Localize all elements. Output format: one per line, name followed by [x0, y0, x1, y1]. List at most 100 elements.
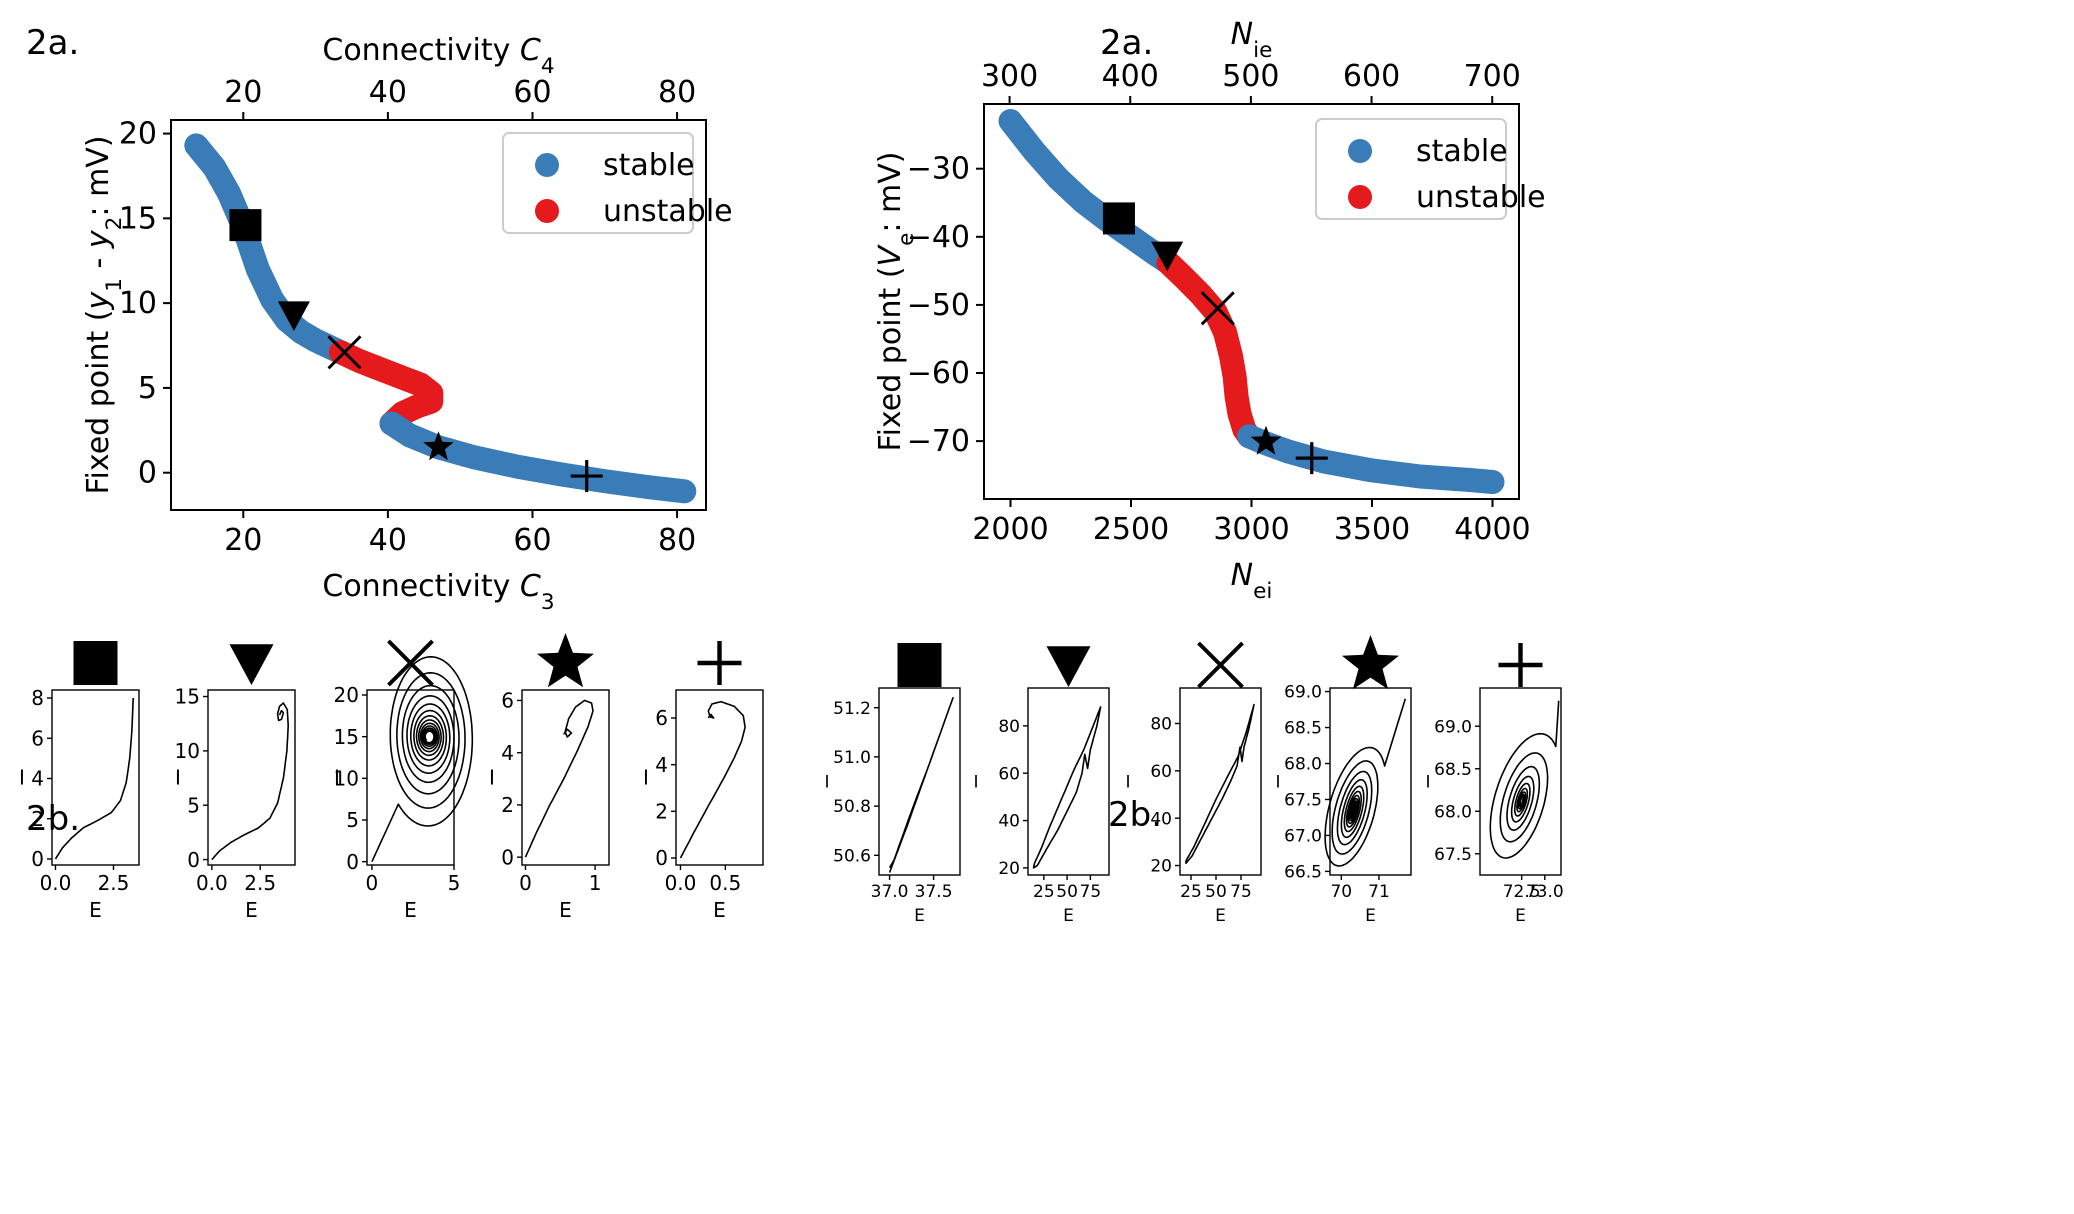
right-main-series-unstable-1 [1156, 250, 1262, 449]
right-main-legend-swatch-unstable [1348, 185, 1372, 209]
left-main-legend-label-unstable: unstable [603, 194, 733, 229]
left-small-ylabel: I [489, 766, 495, 790]
right-main-ytick-label: −40 [907, 220, 970, 255]
left-main-marker-square-shape [229, 209, 262, 242]
left-main-marker-star-shape [423, 431, 454, 461]
right-small-title-square-icon [897, 643, 942, 687]
right-small-ytick-label: 68.0 [1284, 755, 1322, 775]
left-small-ytick-label: 0 [31, 847, 44, 871]
right-small-xtick-label: 37.5 [915, 882, 953, 902]
right-small-trajectory-square [888, 696, 954, 873]
left-small-ylabel: I [334, 766, 340, 790]
left-small-ytick-label: 0 [655, 846, 668, 870]
left-small-title-x-icon-stroke-b [387, 639, 434, 687]
right-main-marker-square-shape [1102, 202, 1135, 235]
panel-label-left-2a: 2a. [26, 23, 79, 63]
left-small-ytick-label: 20 [334, 683, 359, 707]
left-main-xtick-label: 40 [369, 523, 407, 558]
right-small-ytick-label: 80 [998, 717, 1020, 737]
left-small-frame-x [366, 689, 455, 866]
left-small-xtick-label: 0 [519, 871, 532, 895]
right-main-marker-x-stroke-b [1200, 291, 1235, 326]
left-small-title-square-icon [73, 641, 118, 685]
left-small-title-square-icon-shape [73, 641, 118, 685]
left-main-marker-triangle [277, 301, 310, 331]
left-main-legend-swatch-stable [535, 153, 559, 177]
right-small-title-square-icon-shape [897, 643, 942, 687]
left-main-legend-swatch-unstable [535, 199, 559, 223]
right-main-xtick-label: 2500 [1093, 512, 1169, 547]
left-small-xlabel: E [89, 898, 102, 922]
left-small-frame-plus [675, 689, 764, 866]
left-small-ytick-label: 5 [187, 793, 200, 817]
left-main-ytick-label: 10 [119, 286, 157, 321]
right-small-xtick-label: 75 [1080, 882, 1102, 902]
left-main-frame [170, 119, 707, 511]
left-small-frame-square [51, 689, 140, 866]
panel-label-right-2a: 2a. [1100, 23, 1153, 63]
right-main-ytick-label: −60 [907, 356, 970, 391]
left-small-xtick-label: 0.0 [196, 871, 228, 895]
right-main-xtick-label: 4000 [1454, 512, 1530, 547]
right-small-plot-plus: 72.573.067.568.068.569.0EI [1425, 643, 1564, 926]
right-small-ylabel: I [824, 773, 829, 793]
right-small-ytick-label: 68.0 [1434, 802, 1472, 822]
right-small-frame-star [1329, 687, 1412, 876]
left-main-xtick-label: 60 [513, 523, 551, 558]
right-main-marker-star-shape [1250, 425, 1282, 455]
right-small-title-star-icon [1342, 635, 1399, 690]
right-main-marker-plus [1295, 442, 1328, 475]
right-main-xtick-label: 2000 [972, 512, 1048, 547]
right-small-ytick-label: 67.5 [1434, 845, 1472, 865]
left-main-series-stable-2 [379, 411, 697, 504]
left-small-trajectory-plus [679, 700, 746, 859]
right-main-legend-label-unstable: unstable [1416, 180, 1546, 215]
left-main-xtick-label: 80 [658, 523, 696, 558]
right-small-xlabel: E [1063, 906, 1074, 926]
right-main-series-stable-0 [998, 109, 1181, 275]
right-small-xtick-label: 70 [1330, 882, 1352, 902]
right-small-title-x-icon-stroke-b [1197, 641, 1244, 689]
right-small-ytick-label: 69.0 [1284, 683, 1322, 703]
right-small-frame-plus [1479, 687, 1562, 876]
right-main-legend-swatch-stable [1348, 139, 1372, 163]
right-small-ytick-label: 51.0 [833, 748, 871, 768]
left-small-ytick-label: 10 [175, 739, 200, 763]
left-small-ytick-label: 4 [501, 741, 514, 765]
left-main-x2label: Connectivity C4 [322, 33, 554, 79]
right-main-x2tick-label: 300 [981, 59, 1038, 94]
right-main-x2tick-label: 500 [1222, 59, 1279, 94]
left-small-xtick-label: 5 [448, 871, 461, 895]
left-small-ytick-label: 0 [187, 848, 200, 872]
right-small-ytick-label: 80 [1150, 715, 1172, 735]
right-small-ytick-label: 40 [998, 812, 1020, 832]
panel-label-left-2b: 2b. [26, 799, 80, 839]
left-main-ytick-label: 5 [138, 371, 157, 406]
left-small-ylabel: I [19, 766, 25, 790]
right-small-ylabel: I [973, 773, 978, 793]
left-main-marker-x [327, 335, 362, 370]
left-small-title-star-icon-shape [537, 633, 594, 688]
right-small-ytick-label: 66.5 [1284, 863, 1322, 883]
right-small-title-plus-icon [1498, 643, 1543, 687]
right-main-xtick-label: 3500 [1334, 512, 1410, 547]
right-small-ylabel: I [1425, 773, 1430, 793]
right-small-ytick-label: 60 [1150, 762, 1172, 782]
right-small-xtick-label: 71 [1368, 882, 1390, 902]
left-small-ytick-label: 5 [346, 808, 359, 832]
right-small-title-triangle-icon [1046, 646, 1091, 687]
left-small-ytick-label: 0 [346, 850, 359, 874]
left-small-ytick-label: 2 [655, 800, 668, 824]
right-small-trajectory-triangle [1032, 706, 1102, 869]
left-small-xtick-label: 2.5 [98, 871, 130, 895]
right-small-ytick-label: 60 [998, 764, 1020, 784]
left-small-title-x-icon [387, 639, 434, 687]
